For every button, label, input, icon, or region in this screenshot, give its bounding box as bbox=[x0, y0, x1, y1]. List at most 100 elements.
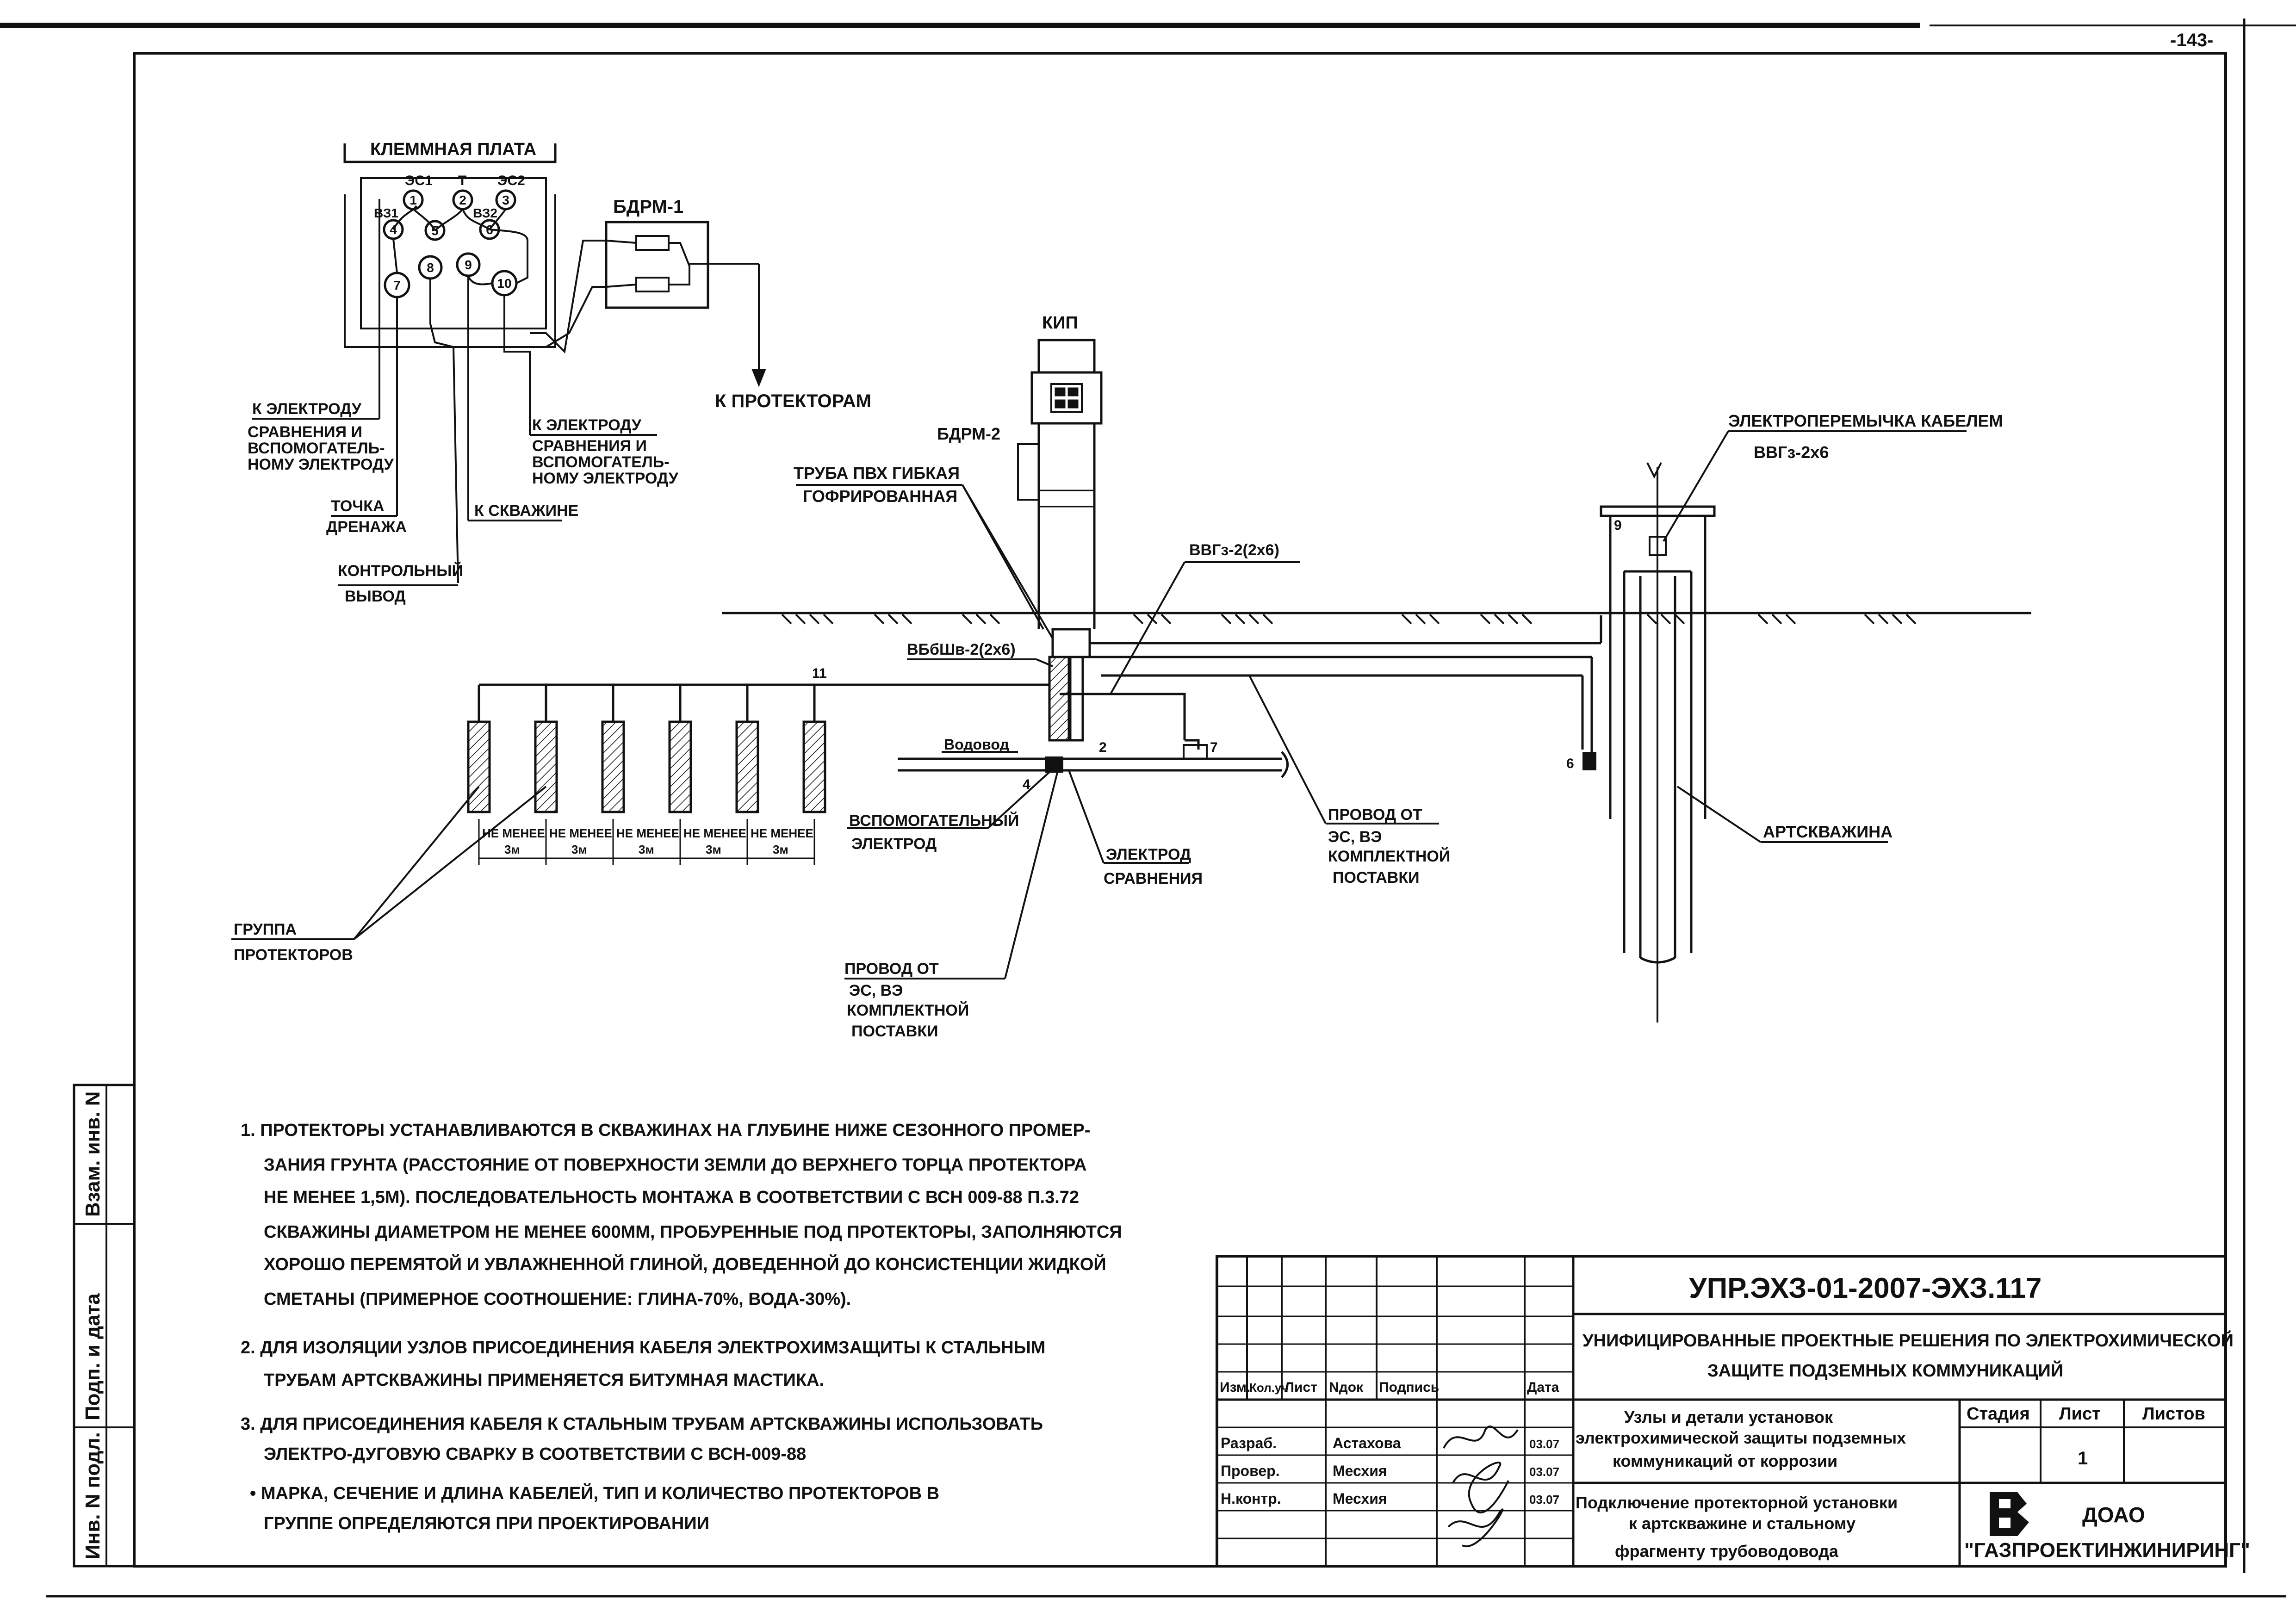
stamp-vzam-inv: Взам. инв. N bbox=[81, 1091, 104, 1217]
cables bbox=[478, 615, 1602, 768]
dim-5-value: 3м bbox=[773, 843, 788, 856]
terminal-4: 4 bbox=[390, 223, 397, 237]
label-pvc-2: ГОФРИРОВАННАЯ bbox=[803, 487, 957, 506]
label-protector-group-2: ПРОТЕКТОРОВ bbox=[234, 946, 353, 964]
col-ndok: Nдок bbox=[1329, 1380, 1364, 1395]
protector-1 bbox=[467, 720, 491, 813]
org-logo bbox=[1990, 1492, 2029, 1536]
label-electrode-left-1: К ЭЛЕКТРОДУ bbox=[252, 400, 362, 418]
label-drain-2: ДРЕНАЖА bbox=[326, 518, 407, 536]
note-line-4: СКВАЖИНЫ ДИАМЕТРОМ НЕ МЕНЕЕ 600ММ, ПРОБУ… bbox=[264, 1222, 1122, 1242]
label-vbbshv: ВБбШв-2(2х6) bbox=[907, 641, 1016, 658]
label-pos-11: 11 bbox=[812, 666, 827, 681]
terminal-label-t: Т bbox=[458, 173, 466, 188]
name-nkontr: Месхия bbox=[1333, 1490, 1387, 1507]
left-leader-texts: К ЭЛЕКТРОДУ СРАВНЕНИЯ И ВСПОМОГАТЕЛЬ- НО… bbox=[248, 400, 679, 605]
note-line-6: СМЕТАНЫ (ПРИМЕРНОЕ СООТНОШЕНИЕ: ГЛИНА-70… bbox=[264, 1289, 851, 1309]
terminal-10: 10 bbox=[497, 276, 511, 291]
col-kol: Кол.уч bbox=[1249, 1381, 1288, 1395]
electrode-leaders bbox=[844, 675, 1439, 979]
label-electrode-right-1: К ЭЛЕКТРОДУ bbox=[532, 416, 642, 434]
sheet-label: Лист bbox=[2059, 1404, 2101, 1424]
label-wire-mid-3: КОМПЛЕКТНОЙ bbox=[1328, 847, 1450, 865]
stamp-podp-data: Подп. и дата bbox=[81, 1293, 104, 1420]
name-prover: Месхия bbox=[1333, 1463, 1387, 1479]
ground-hatch bbox=[781, 614, 1917, 625]
protector-3 bbox=[601, 720, 625, 813]
page-number: -143- bbox=[2170, 30, 2213, 50]
title-block-grid bbox=[1216, 1255, 2227, 1568]
date-razrab: 03.07 bbox=[1529, 1437, 1559, 1451]
role-razrab: Разраб. bbox=[1221, 1435, 1277, 1451]
dim-3-text: НЕ МЕНЕЕ bbox=[616, 826, 679, 840]
dim-4-value: 3м bbox=[706, 843, 721, 856]
note-line-3: НЕ МЕНЕЕ 1,5М). ПОСЛЕДОВАТЕЛЬНОСТЬ МОНТА… bbox=[264, 1188, 1079, 1207]
terminal-8: 8 bbox=[427, 260, 434, 275]
label-electrode-left-4: НОМУ ЭЛЕКТРОДУ bbox=[248, 456, 394, 473]
label-pos-4: 4 bbox=[1023, 777, 1030, 792]
name-razrab: Астахова bbox=[1333, 1435, 1401, 1451]
label-aux-electrode-1: ВСПОМОГАТЕЛЬНЫЙ bbox=[849, 812, 1019, 830]
signatures bbox=[1443, 1426, 1519, 1548]
col-list: Лист bbox=[1285, 1380, 1317, 1395]
label-vvg-2x6: ВВГз-2(2х6) bbox=[1189, 541, 1279, 559]
label-electrode-right-4: НОМУ ЭЛЕКТРОДУ bbox=[532, 470, 679, 487]
stamp-inv-podl: Инв. N подл. bbox=[81, 1432, 104, 1559]
terminal-label-vz2: ВЗ2 bbox=[473, 206, 497, 220]
note-line-1: 1. ПРОТЕКТОРЫ УСТАНАВЛИВАЮТСЯ В СКВАЖИНА… bbox=[241, 1121, 1090, 1140]
note-line-5: ХОРОШО ПЕРЕМЯТОЙ И УВЛАЖНЕННОЙ ГЛИНОЙ, Д… bbox=[264, 1253, 1106, 1274]
label-to-well: К СКВАЖИНЕ bbox=[474, 502, 578, 520]
date-nkontr: 03.07 bbox=[1529, 1493, 1559, 1506]
stage-label: Стадия bbox=[1967, 1404, 2030, 1424]
bdrm1-label: БДРМ-1 bbox=[613, 197, 683, 217]
role-nkontr: Н.контр. bbox=[1221, 1490, 1281, 1507]
label-pos-9: 9 bbox=[1614, 518, 1622, 533]
label-electrode-right-2: СРАВНЕНИЯ И bbox=[532, 437, 647, 455]
terminal-label-ec2: ЭС2 bbox=[497, 173, 525, 188]
dim-3-value: 3м bbox=[639, 843, 654, 856]
dim-1-text: НЕ МЕНЕЕ bbox=[482, 826, 545, 840]
label-to-protectors: К ПРОТЕКТОРАМ bbox=[715, 391, 871, 411]
note-line-8: ТРУБАМ АРТСКВАЖИНЫ ПРИМЕНЯЕТСЯ БИТУМНАЯ … bbox=[264, 1370, 824, 1390]
title-line-2: электрохимической защиты подземных bbox=[1576, 1428, 1906, 1447]
terminal-2: 2 bbox=[459, 193, 466, 207]
jumper-weld bbox=[1582, 752, 1596, 770]
label-wire-mid-4: ПОСТАВКИ bbox=[1333, 869, 1420, 886]
terminal-label-ec1: ЭС1 bbox=[405, 173, 433, 188]
signature-prover bbox=[1452, 1462, 1509, 1513]
signature-nkontr bbox=[1447, 1508, 1504, 1548]
label-control-2: ВЫВОД bbox=[345, 588, 406, 605]
protector-4 bbox=[668, 720, 692, 813]
label-ref-electrode-2: СРАВНЕНИЯ bbox=[1104, 870, 1203, 887]
label-electrode-left-2: СРАВНЕНИЯ И bbox=[248, 423, 362, 441]
label-pos-2: 2 bbox=[1099, 740, 1107, 755]
label-wire-bottom-4: ПОСТАВКИ bbox=[851, 1023, 938, 1040]
sheets-label: Листов bbox=[2142, 1404, 2205, 1424]
label-electrode-right-3: ВСПОМОГАТЕЛЬ- bbox=[532, 453, 670, 471]
cable-leaders bbox=[907, 561, 1300, 694]
project-line-1: УНИФИЦИРОВАННЫЕ ПРОЕКТНЫЕ РЕШЕНИЯ ПО ЭЛЕ… bbox=[1582, 1330, 2234, 1351]
terminal-board bbox=[343, 143, 606, 583]
terminal-board-title: КЛЕММНАЯ ПЛАТА bbox=[370, 140, 536, 159]
subtitle-line-2: к артскважине и стальному bbox=[1629, 1514, 1855, 1533]
subtitle-line-3: фрагменту трубоводовода bbox=[1615, 1542, 1839, 1561]
note-line-2: ЗАНИЯ ГРУНТА (РАССТОЯНИЕ ОТ ПОВЕРХНОСТИ … bbox=[264, 1155, 1086, 1175]
title-line-1: Узлы и детали установок bbox=[1624, 1407, 1833, 1426]
terminal-numbers: 1 2 3 4 5 6 7 8 9 10 bbox=[390, 193, 511, 292]
label-electrode-left-3: ВСПОМОГАТЕЛЬ- bbox=[248, 440, 385, 457]
label-artesian-well: АРТСКВАЖИНА bbox=[1763, 822, 1893, 841]
pvc-leaders bbox=[796, 484, 1054, 639]
label-wire-bottom-2: ЭС, ВЭ bbox=[849, 982, 903, 999]
label-wire-mid-1: ПРОВОД ОТ bbox=[1328, 806, 1422, 824]
label-wire-bottom-3: КОМПЛЕКТНОЙ bbox=[847, 1001, 969, 1019]
label-water-pipe: Водовод bbox=[944, 736, 1009, 753]
label-protector-group-1: ГРУППА bbox=[234, 921, 297, 938]
protector-6 bbox=[802, 720, 826, 813]
dim-4-text: НЕ МЕНЕЕ bbox=[683, 826, 746, 840]
protector-5 bbox=[735, 720, 759, 813]
label-ref-electrode-1: ЭЛЕКТРОД bbox=[1106, 846, 1191, 863]
title-block-headers: Изм. Кол.уч Лист Nдок Подпись Дата bbox=[1220, 1380, 1559, 1395]
note-line-12: ГРУППЕ ОПРЕДЕЛЯЮТСЯ ПРИ ПРОЕКТИРОВАНИИ bbox=[264, 1514, 709, 1533]
terminal-3: 3 bbox=[502, 193, 509, 207]
sheet-value: 1 bbox=[2078, 1448, 2088, 1469]
